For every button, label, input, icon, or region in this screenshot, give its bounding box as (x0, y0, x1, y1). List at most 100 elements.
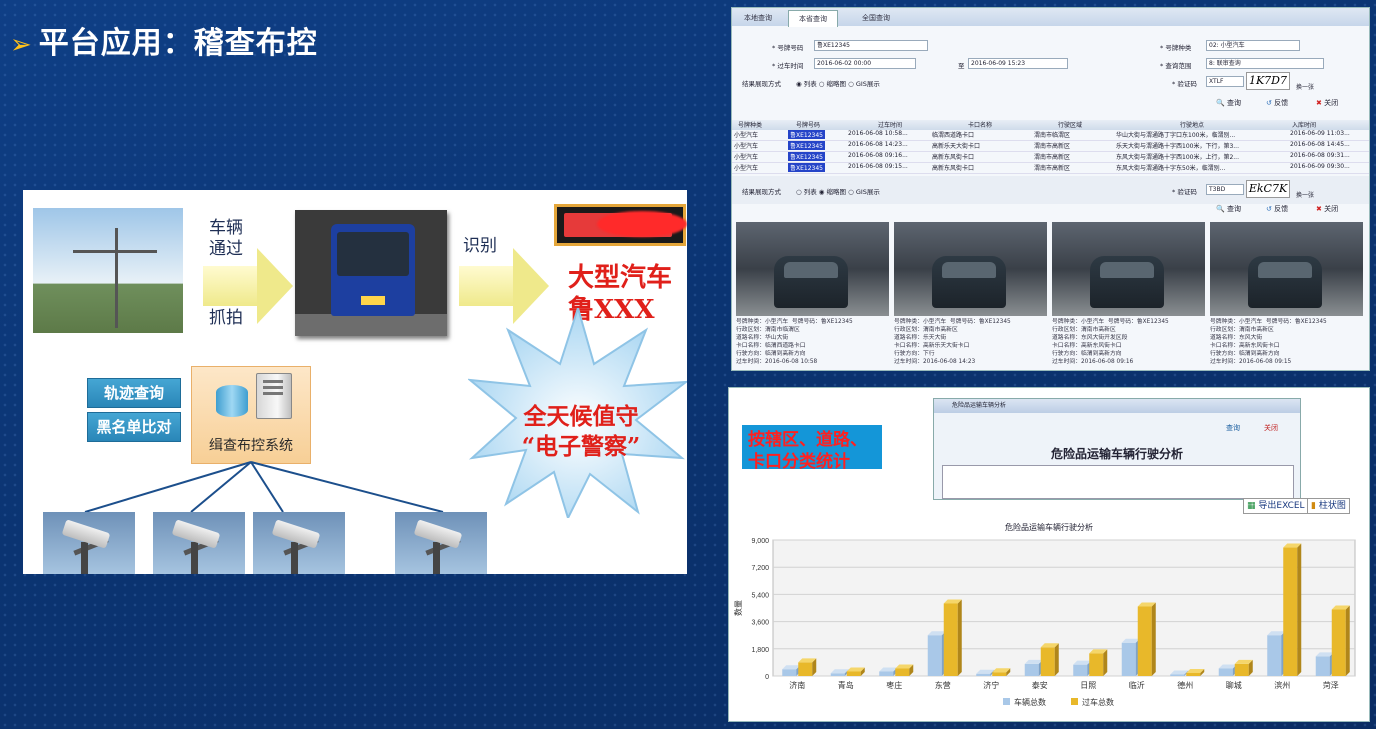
label-recognize: 识别 (463, 236, 497, 256)
stats-query-button[interactable]: 查询 (1226, 424, 1240, 432)
legend-swatch (1003, 698, 1010, 705)
excel-icon: ▦ (1247, 501, 1256, 511)
display-mode-radios-2[interactable]: ○ 列表 ◉ 缩略图 ○ GIS展示 (796, 188, 880, 196)
captcha-label-2: * 验证码 (1172, 188, 1197, 196)
range-field-label: * 查询范围 (1160, 62, 1192, 70)
captcha-input-2[interactable]: T3BD (1206, 184, 1244, 195)
cell: 临渭西道路卡口 (932, 132, 975, 139)
bar-chart-icon: ▮ (1311, 501, 1316, 511)
bar-vehicle-total (927, 631, 946, 676)
label-capture: 抓拍 (209, 308, 243, 328)
blacklist-compare-button[interactable]: 黑名单比对 (87, 412, 181, 442)
reset-button-2[interactable]: ↺ 反馈 (1266, 204, 1288, 214)
plate-input[interactable]: 鲁XE12345 (814, 40, 928, 51)
table-row[interactable]: 小型汽车 鲁XE12345 2016-06-08 09:15... 高新东风街卡… (732, 163, 1369, 174)
burst-text: 全天候值守 “电子警察” (501, 402, 661, 462)
reset-button[interactable]: ↺ 反馈 (1266, 98, 1288, 108)
database-icon (216, 385, 248, 417)
classification-label: 按辖区、道路、卡口分类统计 (741, 424, 883, 472)
bar-pass-total (798, 658, 817, 676)
time-to-input[interactable]: 2016-06-09 15:23 (968, 58, 1068, 69)
export-excel-button[interactable]: ▦ 导出EXCEL (1243, 498, 1309, 514)
camera-3-icon (253, 512, 345, 574)
bar-vehicle-total (1121, 638, 1140, 676)
x-tick-label: 日照 (1080, 681, 1096, 690)
x-tick-label: 临沂 (1129, 680, 1145, 690)
y-tick-label: 3,600 (751, 620, 769, 627)
y-tick-label: 0 (765, 674, 769, 681)
cell: 2016-06-08 09:15... (848, 163, 908, 170)
reset-button-label: 反馈 (1274, 99, 1289, 107)
close-button-label: 关闭 (1324, 99, 1339, 107)
y-axis-label: 数量 (733, 600, 743, 616)
captcha-input[interactable]: XTLF (1206, 76, 1244, 87)
cell: 东风大街与渭通路十字东50米，临渭别... (1116, 165, 1226, 172)
x-tick-label: 泰安 (1032, 680, 1048, 690)
cell: 高新东风街卡口 (932, 154, 975, 161)
display-mode-radios[interactable]: ◉ 列表 ○ 缩略图 ○ GIS展示 (796, 80, 880, 88)
bar-vehicle-total (1267, 631, 1286, 676)
network-lines (84, 461, 444, 513)
bar-pass-total (1089, 649, 1108, 676)
export-excel-label: 导出EXCEL (1258, 501, 1305, 511)
table-row[interactable]: 小型汽车 鲁XE12345 2016-06-08 09:16... 高新东风街卡… (732, 152, 1369, 163)
y-tick-label: 5,400 (751, 592, 769, 599)
server-icon (256, 373, 292, 419)
table-row[interactable]: 小型汽车 鲁XE12345 2016-06-08 14:23... 高新乐天大街… (732, 141, 1369, 152)
vehicle-thumbnail[interactable] (1052, 222, 1205, 316)
captcha-refresh-link-2[interactable]: 换一张 (1296, 192, 1315, 199)
table-row[interactable]: 小型汽车 鲁XE12345 2016-06-08 10:58... 临渭西道路卡… (732, 130, 1369, 141)
bar-pass-total (1186, 668, 1205, 676)
cell: 2016-06-09 09:30... (1290, 163, 1350, 170)
col-pass-time: 过车时间 (878, 122, 903, 129)
vehicle-thumbnail[interactable] (894, 222, 1047, 316)
reset-button-label-2: 反馈 (1274, 205, 1289, 213)
type-select[interactable]: 02: 小型汽车 (1206, 40, 1300, 51)
bar-pass-total (846, 667, 865, 676)
label-vehicle-pass: 车辆 通过 (209, 218, 243, 259)
control-system-box: 缉查布控系统 (191, 366, 311, 464)
cell: 小型汽车 (734, 154, 759, 161)
tab-national-query[interactable]: 全国查询 (862, 14, 890, 22)
time-from-input[interactable]: 2016-06-02 00:00 (814, 58, 916, 69)
refresh-icon: ↺ (1266, 205, 1272, 213)
close-button[interactable]: ✖ 关闭 (1316, 98, 1338, 108)
range-select[interactable]: 8: 联审查询 (1206, 58, 1324, 69)
close-button-2[interactable]: ✖ 关闭 (1316, 204, 1338, 214)
cell: 2016-06-08 09:16... (848, 152, 908, 159)
legend-label: 过车总数 (1082, 697, 1114, 707)
close-icon: ✖ (1316, 205, 1322, 213)
stats-close-button[interactable]: 关闭 (1264, 424, 1278, 432)
col-checkpoint: 卡口名称 (968, 122, 993, 129)
cell: 渭南市高新区 (1034, 143, 1071, 150)
cell: 小型汽车 (734, 132, 759, 139)
analysis-window: 危险品运输车辆分析 查询 关闭 危险品运输车辆行驶分析 (933, 398, 1301, 500)
bullet-arrow-icon: ➢ (10, 30, 33, 60)
col-storage-time: 入库时间 (1292, 122, 1317, 129)
bar-chart-button[interactable]: ▮ 柱状图 (1307, 498, 1350, 514)
result-vehicle-type: 大型汽车 (568, 263, 673, 293)
camera-2-icon (153, 512, 245, 574)
slide-title: ➢平台应用：稽查布控 (10, 18, 318, 62)
bar-pass-total (1234, 659, 1253, 676)
query-button[interactable]: 🔍 查询 (1216, 98, 1241, 108)
col-plate-no: 号牌号码 (796, 122, 821, 129)
tab-province-query[interactable]: 本省查询 (788, 10, 838, 27)
bar-vehicle-total (1024, 659, 1043, 676)
captcha-image: 1K7D7 (1246, 72, 1290, 90)
tab-local-query[interactable]: 本地查询 (744, 14, 772, 22)
close-button-label-2: 关闭 (1324, 205, 1339, 213)
plot-area (772, 539, 1356, 677)
search-icon: 🔍 (1216, 205, 1225, 213)
captcha-refresh-link[interactable]: 换一张 (1296, 84, 1315, 91)
track-query-button[interactable]: 轨迹查询 (87, 378, 181, 408)
query-button-2[interactable]: 🔍 查询 (1216, 204, 1241, 214)
bar-vehicle-total (1218, 664, 1237, 676)
vehicle-thumbnail[interactable] (1210, 222, 1363, 316)
vehicle-thumbnail[interactable] (736, 222, 889, 316)
cell: 2016-06-08 09:31... (1290, 152, 1350, 159)
x-tick-label: 济宁 (983, 680, 999, 690)
thumbnail-caption: 号牌种类：小型汽车 号牌号码：鲁XE12345 行政区划：渭南市高新区 道路名称… (894, 319, 1011, 365)
legend-label: 车辆总数 (1014, 697, 1046, 707)
display-mode-label: 结果展现方式 (742, 80, 781, 88)
